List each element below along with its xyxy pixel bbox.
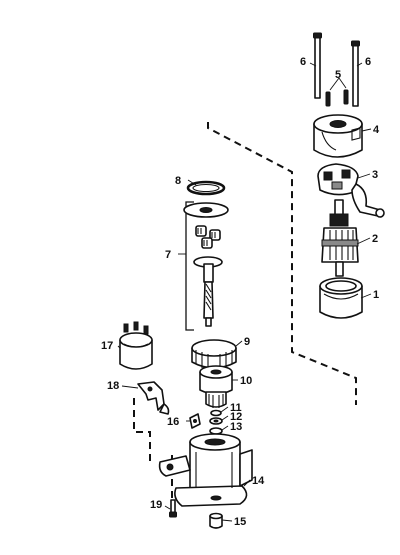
callout-7: 7: [165, 249, 171, 261]
shift-fork: [137, 381, 170, 415]
callout-15: 15: [234, 516, 246, 528]
shift-bracket: [189, 413, 201, 429]
callout-17: 17: [101, 340, 113, 352]
brush-plate: [317, 163, 385, 218]
leader-lines: [117, 62, 372, 522]
through-bolt-right: [351, 40, 360, 107]
callout-13: 13: [230, 421, 242, 433]
callout-1: 1: [373, 289, 379, 301]
pinion-clutch: [199, 365, 233, 408]
solenoid: [119, 321, 153, 370]
callout-12: 12: [230, 411, 242, 423]
callout-8: 8: [175, 175, 181, 187]
drive-shaft-assembly: [183, 201, 229, 331]
callout-6-left: 6: [300, 56, 306, 68]
pinion-housing: [191, 339, 237, 370]
planet-gears: [195, 225, 221, 249]
callout-5: 5: [335, 69, 341, 81]
housing-bolt: [169, 499, 177, 518]
field-frame: [319, 277, 363, 319]
callout-11: 11: [230, 402, 242, 414]
o-ring: [186, 180, 226, 196]
assembly-guide-lines: [133, 122, 357, 500]
callout-3: 3: [372, 169, 378, 181]
callout-18: 18: [107, 380, 119, 392]
brush-plate-screws: [325, 77, 349, 107]
retainer-washers: [209, 409, 223, 435]
callout-14: 14: [252, 475, 265, 487]
armature: [321, 199, 359, 277]
bushing: [209, 512, 223, 529]
end-cap: [313, 114, 363, 158]
callout-9: 9: [244, 336, 250, 348]
drive-end-housing: [158, 433, 253, 507]
callout-16: 16: [167, 416, 179, 428]
callout-10: 10: [240, 375, 252, 387]
callout-labels: 1 2 3 4 5 6 6 8 7 9 10 11 12 13 16 14 15…: [101, 56, 380, 528]
callout-2: 2: [372, 233, 378, 245]
callout-6-right: 6: [365, 56, 371, 68]
callout-19: 19: [150, 499, 162, 511]
through-bolt-left: [313, 32, 322, 99]
callout-4: 4: [373, 124, 380, 136]
